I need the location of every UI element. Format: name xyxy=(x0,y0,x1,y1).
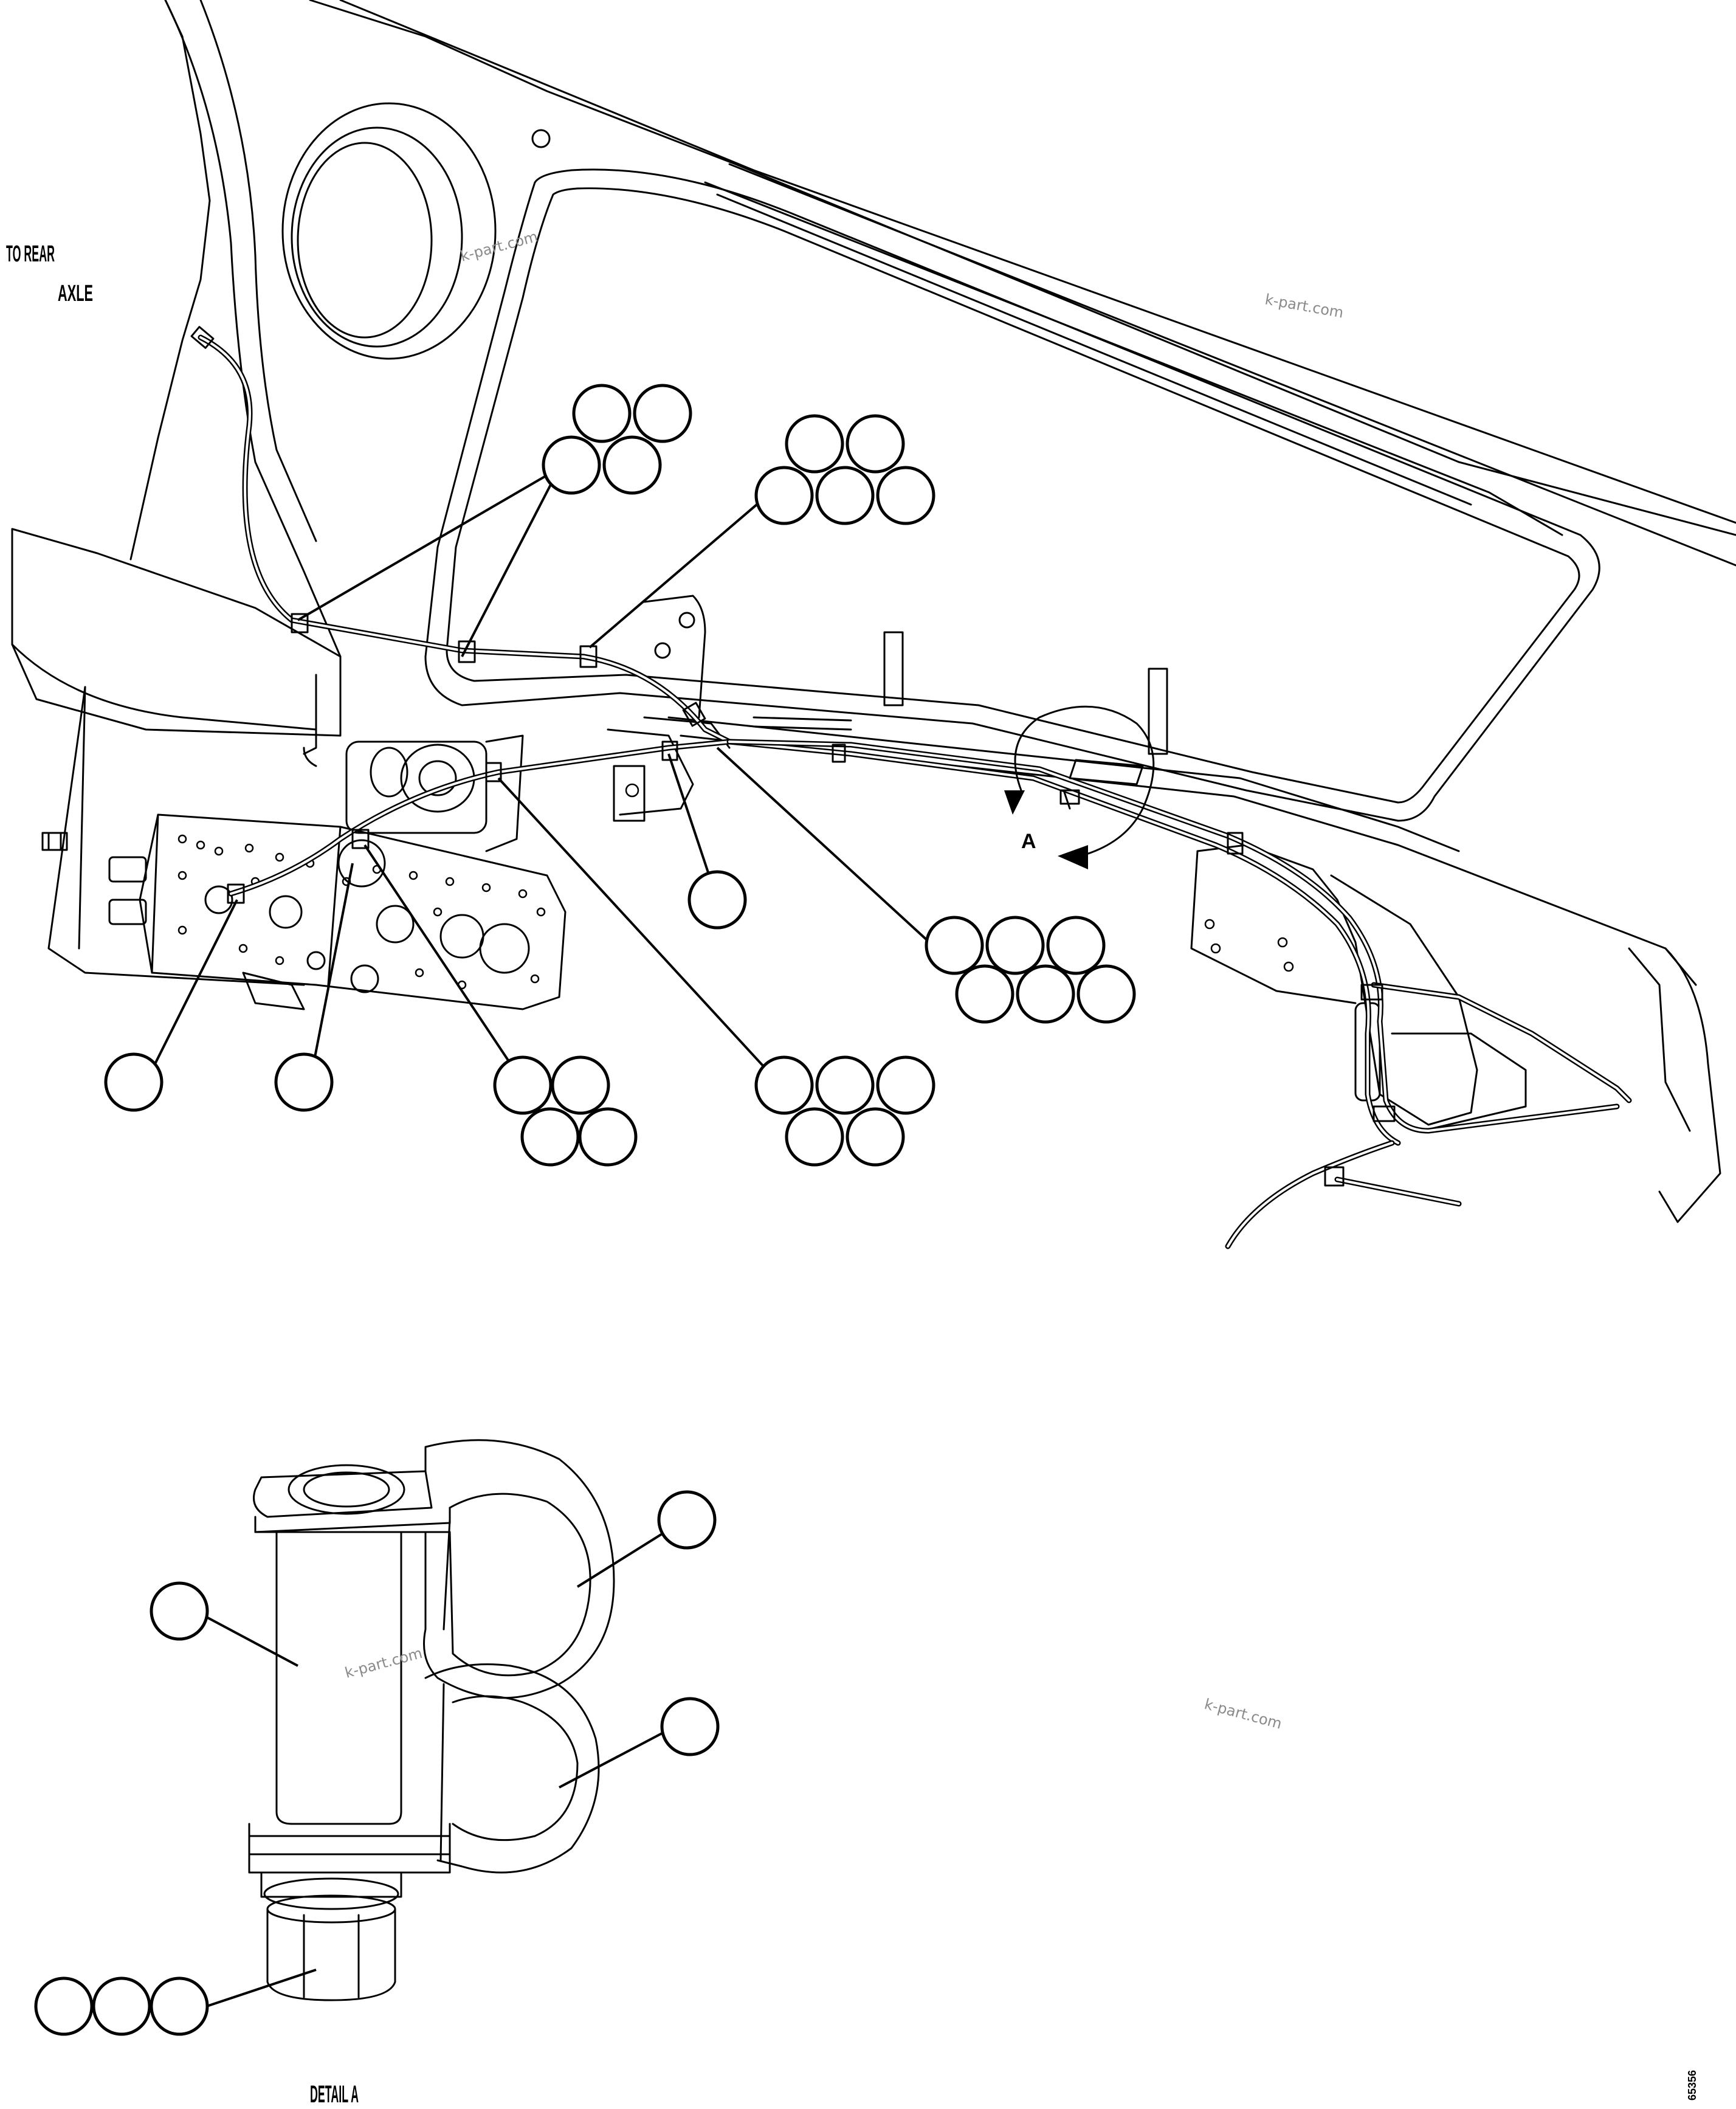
callout-balloon xyxy=(578,1107,638,1167)
callout-balloon xyxy=(520,1107,580,1167)
detail-a-arrow-down xyxy=(1004,790,1025,815)
callout-detail-clamp-bottom xyxy=(660,1697,720,1756)
detail-a-marker-label: A xyxy=(1021,830,1036,853)
watermark: k-part.com xyxy=(1202,1696,1283,1733)
callout-detail-clamp-top xyxy=(657,1490,717,1550)
detail-a-indicator: A xyxy=(1004,705,1155,869)
watermark: k-part.com xyxy=(1264,291,1345,321)
callout-balloon xyxy=(657,1490,717,1550)
callout-balloon xyxy=(815,466,875,525)
motor-housing xyxy=(303,612,731,852)
callout-group-center xyxy=(687,870,747,930)
callout-balloon xyxy=(602,435,662,495)
callout-group-bottom-left-1 xyxy=(104,1052,164,1112)
callout-balloon xyxy=(660,1697,720,1756)
callout-balloon xyxy=(876,1055,935,1115)
callout-balloon xyxy=(785,1107,844,1167)
drawing-number: 65356 xyxy=(1686,2070,1698,2100)
callout-balloon xyxy=(1046,916,1106,975)
callout-balloon xyxy=(815,1055,875,1115)
callout-balloon xyxy=(150,1976,209,2036)
watermark: k-part.com xyxy=(343,1645,424,1682)
leader-lines xyxy=(145,467,937,1083)
watermark: k-part.com xyxy=(458,228,539,265)
callout-balloon xyxy=(846,1107,905,1167)
callout-detail-body xyxy=(150,1581,209,1641)
callout-balloon xyxy=(34,1976,94,2036)
callout-group-bottom-mid-right xyxy=(754,1055,935,1167)
callout-balloon xyxy=(572,384,632,443)
hose-lines xyxy=(190,326,1632,1249)
detail-a-clamp-drawing xyxy=(248,1439,615,2001)
callout-balloon xyxy=(925,916,984,975)
callout-balloon xyxy=(876,466,935,525)
callout-group-bottom-mid xyxy=(493,1055,638,1167)
axle-label: AXLE xyxy=(58,281,93,306)
valve-block xyxy=(41,813,567,1010)
callout-balloon xyxy=(754,466,814,525)
to-rear-label: TO REAR xyxy=(6,241,55,267)
callout-balloon xyxy=(104,1052,164,1112)
callout-balloon xyxy=(92,1976,151,2036)
detail-a-title: DETAIL A xyxy=(310,2081,359,2108)
callout-balloon xyxy=(754,1055,814,1115)
callout-detail-nut xyxy=(34,1976,209,2036)
callout-group-bottom-left-2 xyxy=(274,1052,334,1112)
chassis-frame xyxy=(11,0,1736,1223)
detail-a-arrow-left xyxy=(1058,845,1088,869)
callout-balloon xyxy=(150,1581,209,1641)
callout-balloon xyxy=(846,414,905,474)
callout-balloon xyxy=(785,414,844,474)
callout-balloon xyxy=(955,964,1014,1024)
callout-balloon xyxy=(687,870,747,930)
callout-balloon xyxy=(1016,964,1075,1024)
callout-balloon xyxy=(493,1055,553,1115)
callout-balloon xyxy=(985,916,1045,975)
callout-group-top-right xyxy=(754,414,935,525)
callout-balloon xyxy=(542,435,601,495)
callout-balloon xyxy=(633,384,692,443)
detail-a-leaders xyxy=(206,1525,676,2007)
callout-balloon xyxy=(551,1055,610,1115)
callout-group-top-left xyxy=(542,384,692,495)
callout-balloon xyxy=(274,1052,334,1112)
callout-balloon xyxy=(1076,964,1136,1024)
callout-group-right xyxy=(925,916,1136,1024)
